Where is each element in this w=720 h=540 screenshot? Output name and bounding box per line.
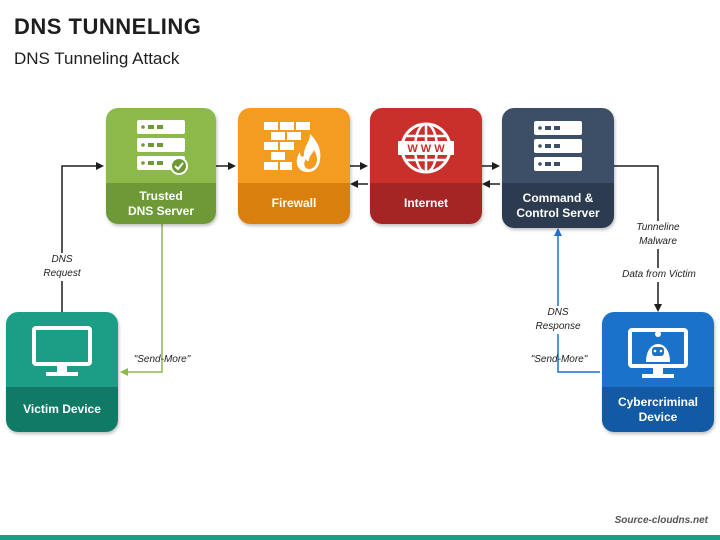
arrow-dns-response-blue — [554, 228, 600, 373]
server-icon — [534, 121, 582, 171]
label-send-more-right: "Send-More" — [530, 354, 588, 365]
node-label: Trusted DNS Server — [127, 188, 195, 218]
node-label: Victim Device — [23, 402, 101, 416]
node-label: Cybercriminal Device — [617, 394, 699, 424]
node-bottom: Victim Device — [6, 387, 118, 432]
node-command-control-server: Command & Control Server — [502, 108, 614, 228]
node-label: Internet — [403, 196, 448, 210]
monitor-icon — [32, 326, 92, 376]
arrow-cc-to-cybercriminal — [614, 165, 662, 312]
label-data-from-victim: Data from Victim — [612, 268, 706, 282]
footer-bar — [0, 535, 720, 540]
label-dns-request: DNS Request — [37, 253, 87, 281]
node-bottom: Internet — [370, 183, 482, 224]
node-bottom: Firewall — [238, 183, 350, 224]
node-bottom: Trusted DNS Server — [106, 183, 216, 224]
node-trusted-dns-server: Trusted DNS Server — [106, 108, 216, 224]
label-tunneline-malware: Tunneline Malware — [624, 221, 692, 249]
globe-www-icon: W W W — [398, 122, 454, 174]
node-bottom: Command & Control Server — [502, 183, 614, 228]
node-bottom: Cybercriminal Device — [602, 387, 714, 432]
node-label: Command & Control Server — [516, 190, 600, 220]
node-internet: Internet W W W — [370, 108, 482, 224]
page-subtitle: DNS Tunneling Attack — [14, 49, 180, 68]
label-send-more-left: "Send-More" — [133, 354, 191, 365]
svg-text:W W W: W W W — [407, 143, 445, 155]
hacker-monitor-icon — [628, 328, 688, 378]
node-victim-device: Victim Device — [6, 312, 118, 432]
page-title: DNS TUNNELING — [14, 14, 202, 39]
node-firewall: Firewall — [238, 108, 350, 224]
server-check-icon — [137, 120, 188, 175]
source-credit: Source-cloudns.net — [614, 515, 708, 526]
node-label: Firewall — [271, 196, 317, 210]
label-dns-response: DNS Response — [530, 306, 586, 334]
firewall-icon — [264, 122, 321, 172]
arrow-send-more-green — [120, 224, 163, 376]
node-cybercriminal-device: Cybercriminal Device — [602, 312, 714, 432]
arrow-dns-request — [61, 162, 104, 312]
